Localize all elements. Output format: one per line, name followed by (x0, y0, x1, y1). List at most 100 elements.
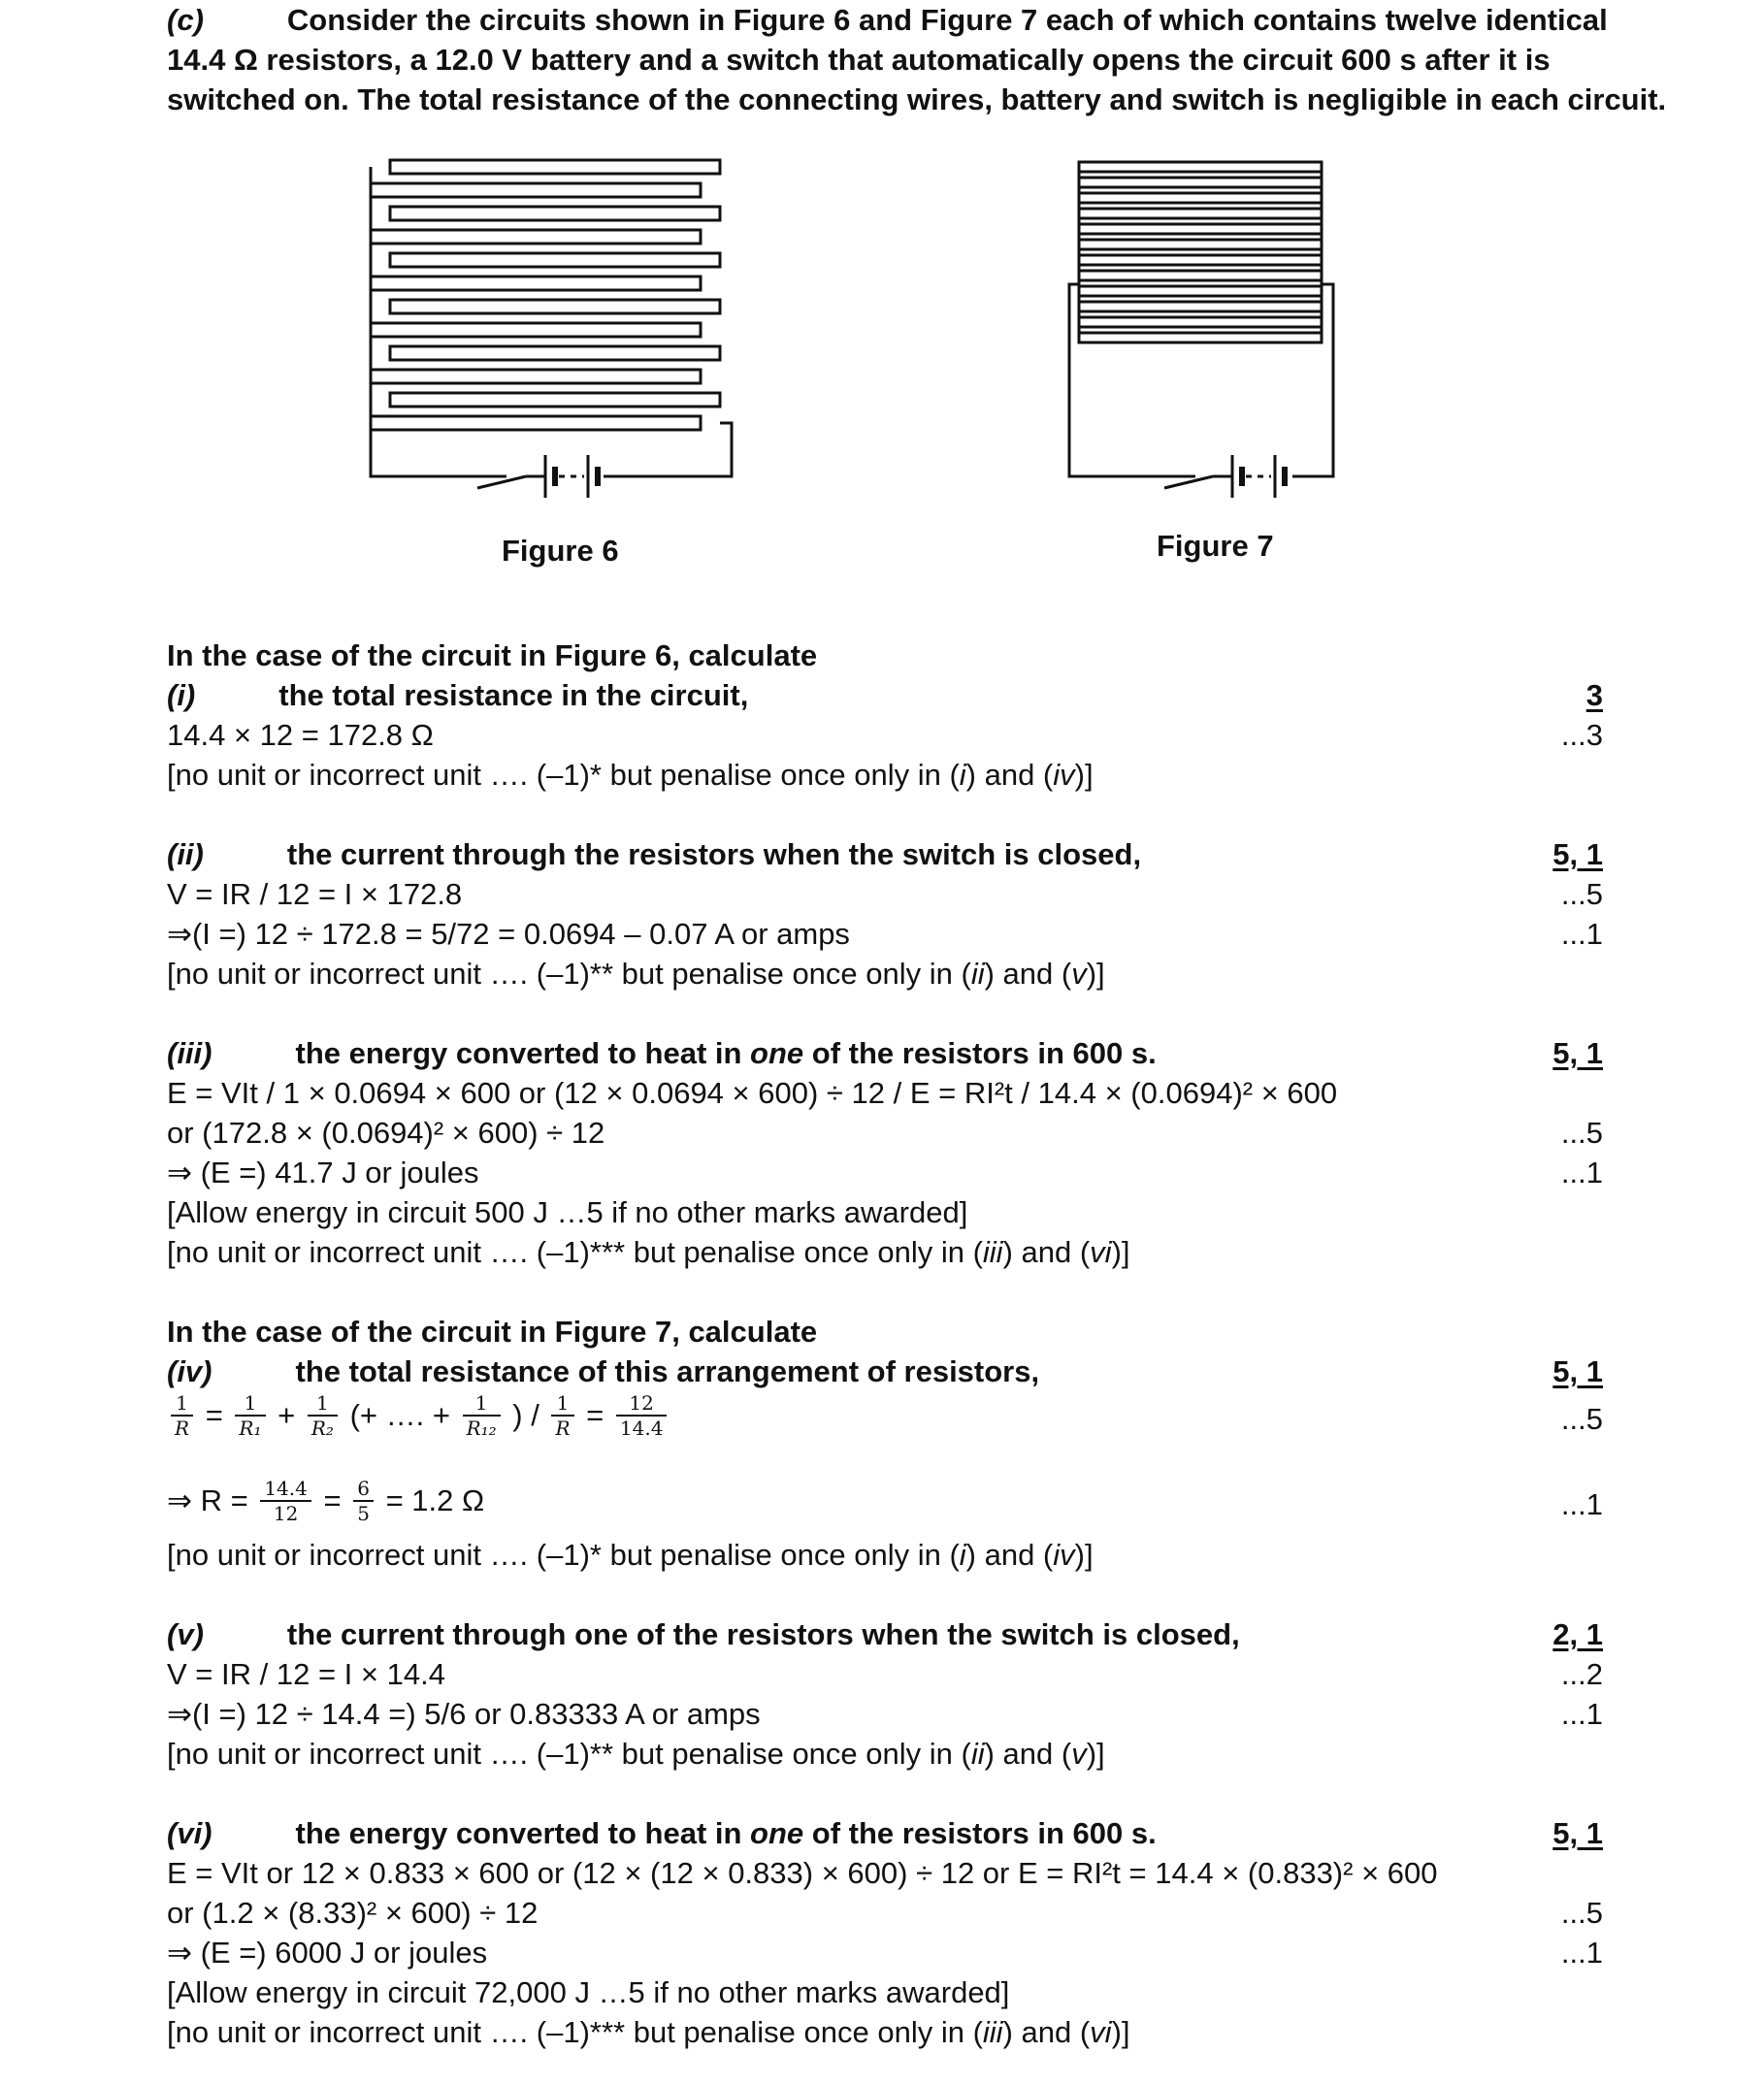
note-text: )] (1111, 2015, 1130, 2049)
answer-vi-line-3: ⇒ (E =) 6000 J or joules (167, 1936, 488, 1970)
resistor (1077, 300, 1323, 313)
resistor (1077, 253, 1323, 267)
equals-sign: = (205, 1398, 223, 1432)
note-text: ) and ( (965, 758, 1054, 792)
answer-iii-line-3: ⇒ (E =) 41.7 J or joules (167, 1156, 479, 1189)
equals-sign: = (586, 1398, 604, 1432)
question-label: (v) (167, 1617, 204, 1651)
answer-ii-line-1: V = IR / 12 = I × 172.8 (167, 877, 463, 911)
denominator: 12 (273, 1502, 299, 1525)
unit-note-vi: [no unit or incorrect unit …. (–1)*** bu… (167, 2012, 1130, 2052)
numerator: 12 (615, 1391, 668, 1417)
part-label: (c) (167, 3, 204, 37)
wire-right (1292, 282, 1335, 478)
close-paren: ) / (512, 1398, 539, 1432)
note-text: ) and ( (984, 1737, 1072, 1771)
numerator: 1 (462, 1391, 501, 1417)
resistor (388, 251, 722, 269)
denominator: R₁ (239, 1417, 262, 1440)
equals-sign: = (323, 1483, 342, 1517)
question-label: (ii) (167, 837, 204, 871)
resistor (1077, 207, 1323, 220)
question-v: (v) the current through one of the resist… (167, 1614, 1240, 1654)
unit-note-iii: [no unit or incorrect unit …. (–1)*** bu… (167, 1232, 1130, 1272)
fig7-heading: In the case of the circuit in Figure 7, … (167, 1315, 818, 1349)
mark-iii-1: ...5 (1560, 1116, 1603, 1150)
denominator: 14.4 (619, 1417, 664, 1440)
note-ref: ii (970, 1737, 985, 1771)
answer-i-line-1: 14.4 × 12 = 172.8 Ω (167, 718, 434, 752)
question-label: (iv) (167, 1354, 212, 1388)
note-text: [no unit or incorrect unit …. (–1)*** bu… (167, 2015, 983, 2049)
question-vi: (vi)the energy converted to heat in one … (167, 1813, 1157, 1853)
note-text: ) and ( (965, 1538, 1054, 1572)
unit-note-ii: [no unit or incorrect unit …. (–1)** but… (167, 954, 1105, 994)
question-text: the current through the resistors when t… (286, 837, 1142, 871)
intro-line-3: switched on. The total resistance of the… (167, 82, 1667, 116)
denominator: 5 (357, 1502, 370, 1525)
note-text: ) and ( (1002, 2015, 1091, 2049)
note-ref: v (1071, 957, 1087, 991)
question-text: the energy converted to heat in (295, 1816, 751, 1850)
note-ref: iii (982, 2015, 1003, 2049)
question-text: the current through one of the resistors… (286, 1617, 1240, 1651)
note-text: )] (1074, 758, 1094, 792)
marks-total-iii: 5, 1 (1552, 1036, 1603, 1070)
denominator: R₂ (310, 1417, 334, 1440)
question-emphasis: one (750, 1036, 804, 1070)
switch-blade (476, 474, 527, 490)
note-text: [no unit or incorrect unit …. (–1)* but … (167, 758, 960, 792)
resistor (369, 181, 702, 199)
mark-iv-1: ...5 (1560, 1402, 1603, 1436)
numerator: 1 (307, 1391, 338, 1417)
note-text: )] (1111, 1235, 1130, 1269)
unit-note-i: [no unit or incorrect unit …. (–1)* but … (167, 755, 1094, 795)
fig6-heading: In the case of the circuit in Figure 6, … (167, 638, 818, 672)
resistor (1077, 284, 1323, 298)
question-text: the total resistance of this arrangement… (295, 1354, 1040, 1388)
wire-left (1067, 282, 1195, 478)
note-ref: v (1071, 1737, 1087, 1771)
note-text: ) and ( (1002, 1235, 1091, 1269)
numerator: 1 (235, 1391, 266, 1417)
question-text: the energy converted to heat in (295, 1036, 751, 1070)
answer-v-line-1: V = IR / 12 = I × 14.4 (167, 1657, 445, 1691)
mark-iii-2: ...1 (1560, 1156, 1603, 1189)
resistor (1077, 315, 1323, 329)
note-text: )] (1086, 1737, 1105, 1771)
question-i: (i)the total resistance in the circuit, (167, 675, 748, 715)
mark-v-2: ...1 (1560, 1697, 1603, 1731)
resistor (388, 158, 722, 176)
resistor (388, 391, 722, 408)
plus-sign: + (278, 1398, 296, 1432)
note-text: [no unit or incorrect unit …. (–1)*** bu… (167, 1235, 983, 1269)
resistor (1077, 331, 1323, 344)
mark-ii-2: ...1 (1560, 917, 1603, 951)
note-text: [no unit or incorrect unit …. (–1)** but… (167, 1737, 971, 1771)
denominator: R₁₂ (466, 1417, 497, 1440)
marks-total-i: 3 (1585, 678, 1603, 712)
note-text: [no unit or incorrect unit …. (–1)* but … (167, 1538, 960, 1572)
mark-vi-2: ...1 (1560, 1936, 1603, 1970)
unit-note-iv: [no unit or incorrect unit …. (–1)* but … (167, 1535, 1094, 1575)
resistor (388, 205, 722, 222)
answer-v-line-2: ⇒(I =) 12 ÷ 14.4 =) 5/6 or 0.83333 A or … (167, 1697, 761, 1731)
wire-left (369, 167, 506, 478)
resistor (369, 228, 702, 245)
mark-i-1: ...3 (1560, 718, 1603, 752)
resistor (1077, 222, 1323, 236)
allow-note-vi: [Allow energy in circuit 72,000 J …5 if … (167, 1975, 1010, 2009)
resistor (388, 298, 722, 315)
wire-right (604, 421, 734, 478)
answer-iii-line-2: or (172.8 × (0.0694)² × 600) ÷ 12 (167, 1116, 605, 1150)
figure-6-caption: Figure 6 (502, 534, 619, 568)
numerator: 6 (353, 1477, 374, 1502)
question-label: (iii) (167, 1036, 212, 1070)
